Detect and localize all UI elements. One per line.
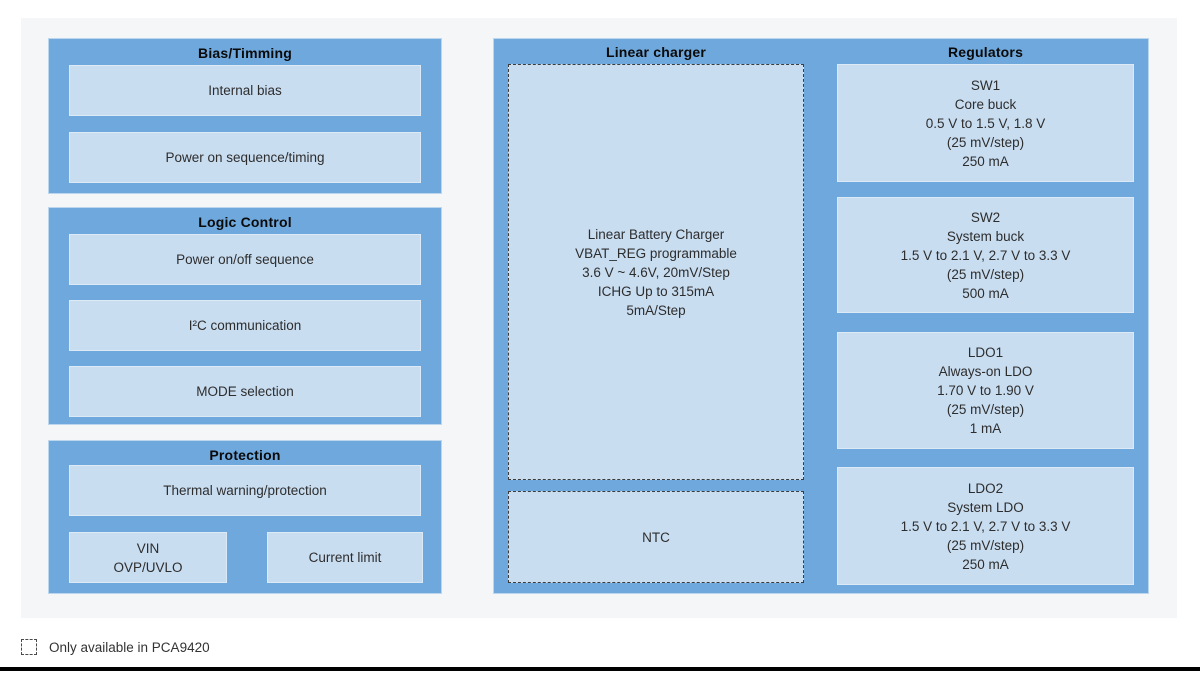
group-title-protection: Protection	[209, 447, 281, 463]
block-power-on-off-sequence: Power on/off sequence	[69, 234, 421, 285]
block-power-on-sequence-timing: Power on sequence/timing	[69, 132, 421, 183]
legend: Only available in PCA9420	[21, 639, 210, 655]
section-title-linear-charger: Linear charger	[605, 44, 707, 60]
bottom-divider	[0, 667, 1200, 671]
diagram-background: Bias/Timming Internal bias Power on sequ…	[21, 18, 1177, 618]
block-ntc: NTC	[508, 491, 804, 583]
group-title-bias-timing: Bias/Timming	[198, 45, 292, 61]
block-sw1: SW1 Core buck 0.5 V to 1.5 V, 1.8 V (25 …	[837, 64, 1134, 182]
block-current-limit: Current limit	[267, 532, 423, 583]
block-sw2: SW2 System buck 1.5 V to 2.1 V, 2.7 V to…	[837, 197, 1134, 313]
legend-label: Only available in PCA9420	[49, 639, 210, 655]
block-linear-battery-charger: Linear Battery Charger VBAT_REG programm…	[508, 64, 804, 480]
block-ldo1: LDO1 Always-on LDO 1.70 V to 1.90 V (25 …	[837, 332, 1134, 449]
block-internal-bias: Internal bias	[69, 65, 421, 116]
block-thermal-warning-protection: Thermal warning/protection	[69, 465, 421, 516]
group-title-logic-control: Logic Control	[198, 214, 292, 230]
block-vin-ovp-uvlo: VIN OVP/UVLO	[69, 532, 227, 583]
legend-dashed-swatch-icon	[21, 639, 37, 655]
group-bias-timing: Bias/Timming Internal bias Power on sequ…	[48, 38, 442, 194]
block-mode-selection: MODE selection	[69, 366, 421, 417]
group-logic-control: Logic Control Power on/off sequence I²C …	[48, 207, 442, 425]
block-ldo2: LDO2 System LDO 1.5 V to 2.1 V, 2.7 V to…	[837, 467, 1134, 585]
block-i2c-communication: I²C communication	[69, 300, 421, 351]
group-protection: Protection Thermal warning/protection VI…	[48, 440, 442, 594]
panel-charger-regulators: Linear charger Regulators Linear Battery…	[493, 38, 1149, 594]
section-title-regulators: Regulators	[947, 44, 1024, 60]
